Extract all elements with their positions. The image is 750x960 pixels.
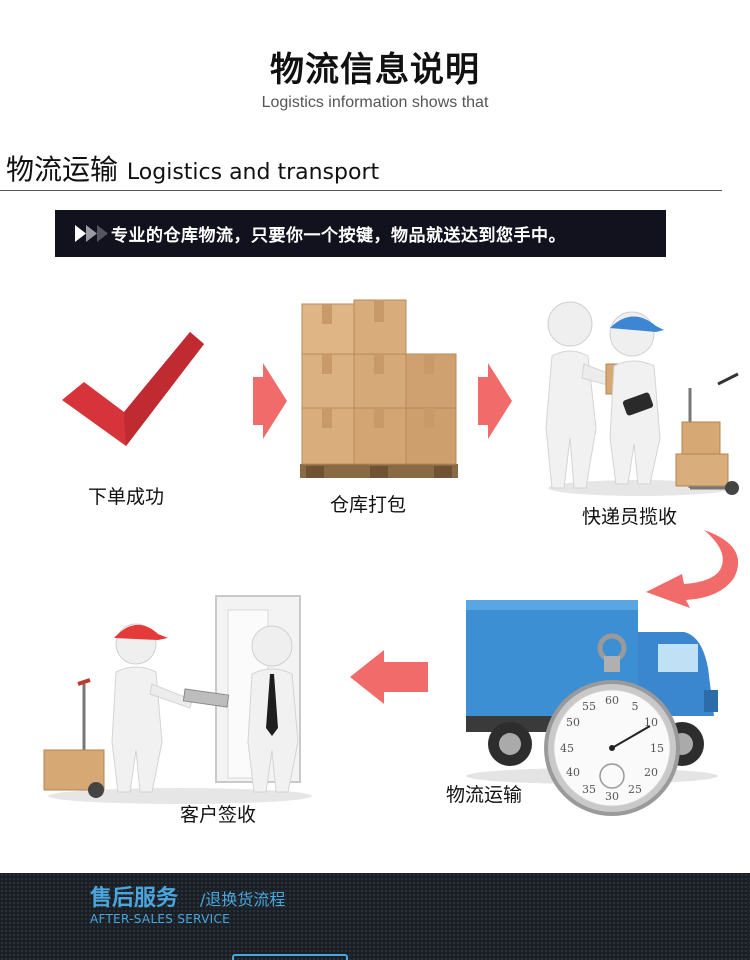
step-label-order-success: 下单成功 — [88, 486, 165, 508]
stopwatch-number: 60 — [605, 694, 619, 707]
courier-pickup-icon — [545, 301, 739, 496]
page-subtitle: Logistics information shows that — [261, 94, 489, 111]
after-sales-footer — [0, 873, 750, 960]
section-title-en: Logistics and transport — [126, 160, 380, 185]
boxes-pallet-icon — [300, 299, 458, 478]
footer-title: 售后服务 — [90, 886, 179, 911]
stopwatch-number: 50 — [566, 716, 580, 729]
stopwatch-number: 15 — [650, 742, 664, 755]
step-label-warehouse-pack: 仓库打包 — [330, 494, 407, 516]
checkmark-icon — [62, 332, 204, 446]
stopwatch-number: 35 — [582, 783, 596, 796]
page-title: 物流信息说明 — [270, 50, 480, 90]
customer-sign-icon — [43, 595, 312, 804]
flow-arrow-left-icon — [350, 650, 428, 704]
curved-arrow-icon — [646, 530, 739, 608]
step-label-logistics-transport: 物流运输 — [446, 784, 523, 806]
stopwatch-number: 25 — [628, 783, 642, 796]
stopwatch-number: 40 — [566, 766, 580, 779]
step-label-courier-pickup: 快递员揽收 — [582, 506, 678, 528]
step-label-customer-sign: 客户签收 — [180, 804, 257, 826]
stopwatch-number: 20 — [644, 766, 658, 779]
banner-text: 专业的仓库物流，只要你一个按键，物品就送达到您手中。 — [111, 226, 566, 246]
stopwatch-number: 45 — [560, 742, 574, 755]
stopwatch-number: 10 — [644, 716, 658, 729]
stopwatch-number: 55 — [582, 700, 596, 713]
footer-en-subtitle: AFTER-SALES SERVICE — [90, 912, 231, 926]
footer-button[interactable] — [232, 954, 348, 960]
truck-stopwatch-icon: 60 5 10 15 20 25 30 35 40 45 50 55 — [466, 600, 718, 816]
flow-arrow-right-icon — [478, 363, 512, 439]
section-heading: 物流运输 Logistics and transport — [6, 148, 379, 188]
triple-arrow-icon — [75, 225, 108, 242]
footer-subtitle: /退换货流程 — [200, 890, 286, 909]
stopwatch-number: 30 — [605, 790, 619, 803]
section-title-cn: 物流运输 — [6, 153, 119, 186]
flow-arrow-right-icon — [253, 363, 287, 439]
slogan-banner: 专业的仓库物流，只要你一个按键，物品就送达到您手中。 — [55, 210, 666, 257]
section-divider — [0, 190, 722, 191]
stopwatch-number: 5 — [632, 700, 639, 713]
